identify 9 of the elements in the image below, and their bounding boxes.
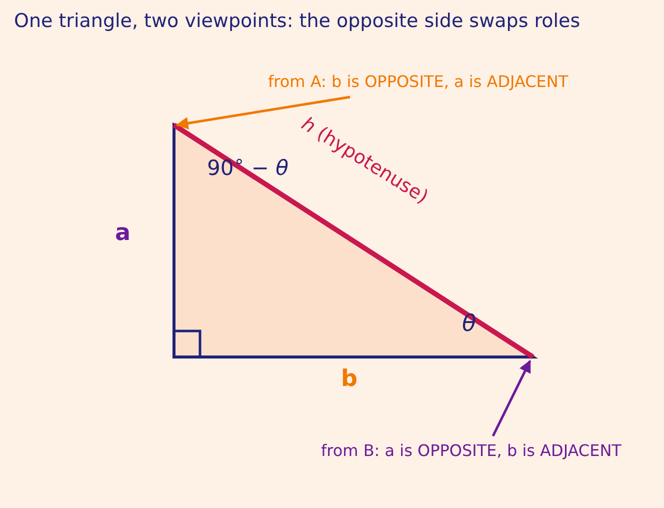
side-label: b bbox=[341, 366, 358, 392]
angle-label: 90$^{∘}$ − θ bbox=[207, 152, 289, 180]
leader-arrow bbox=[176, 96, 350, 130]
side-label: a bbox=[115, 220, 131, 246]
angle-label: θ bbox=[462, 311, 476, 338]
callout-text: from B: a is OPPOSITE, b is ADJACENT bbox=[321, 442, 622, 460]
leader-arrow bbox=[492, 360, 532, 437]
callout-text: from A: b is OPPOSITE, a is ADJACENT bbox=[268, 73, 568, 92]
title: One triangle, two viewpoints: the opposite side swaps roles bbox=[14, 11, 580, 33]
